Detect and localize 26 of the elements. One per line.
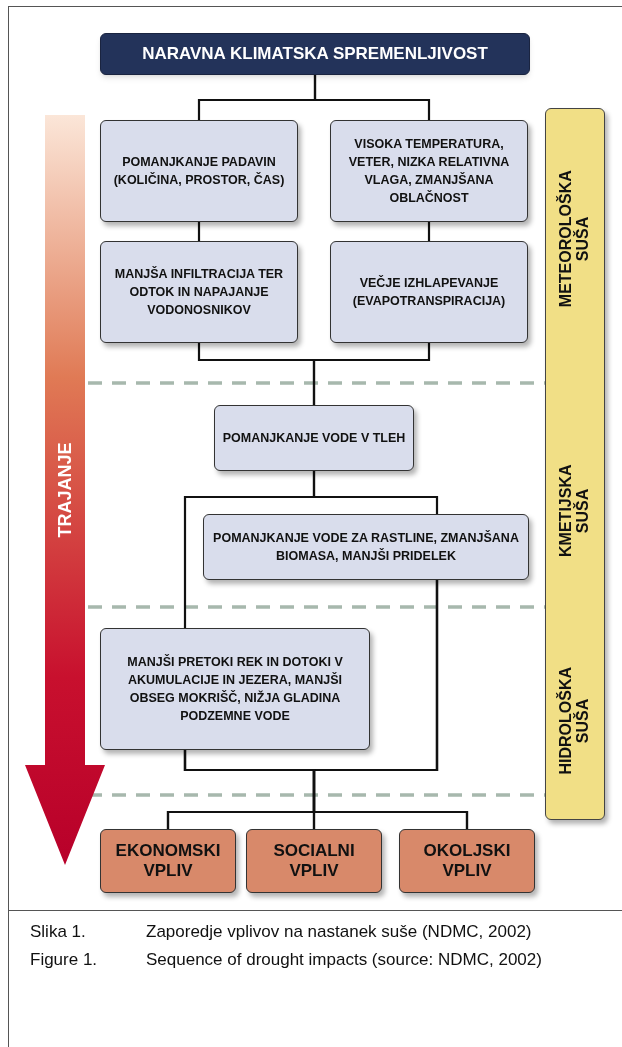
caption-text: Sequence of drought impacts (source: NDMC, 2002) xyxy=(146,950,543,971)
process-box: POMANJKANJE VODE V TLEH xyxy=(214,405,414,471)
drought-type-band xyxy=(545,108,605,820)
connector-line xyxy=(183,750,469,829)
figure-number: Figure 1. xyxy=(30,950,99,971)
connector-line xyxy=(197,222,201,241)
process-box: MANJŠA INFILTRACIJA TER ODTOK IN NAPAJANJE VODONOSNIKOV xyxy=(100,241,298,343)
figure-number: Slika 1. xyxy=(30,922,87,943)
caption-text: Zaporedje vplivov na nastanek suše (NDMC, 2002) xyxy=(146,922,533,943)
band-label: KMETIJSKA SUŠA xyxy=(558,465,592,557)
impact-box: SOCIALNI VPLIV xyxy=(246,829,382,893)
band-label: METEOROLOŠKA SUŠA xyxy=(558,170,592,308)
process-box: POMANJKANJE PADAVIN (KOLIČINA, PROSTOR, ČAS) xyxy=(100,120,298,222)
connector-line xyxy=(183,471,316,628)
process-box: VISOKA TEMPERATURA, VETER, NIZKA RELATIVNA VLAGA, ZMANJŠANA OBLAČNOST xyxy=(330,120,528,222)
title-box: NARAVNA KLIMATSKA SPREMENLJIVOST xyxy=(100,33,530,75)
connector-line xyxy=(312,343,431,405)
arrow-label: TRAJANJE xyxy=(53,442,76,538)
impact-box: OKOLJSKI VPLIV xyxy=(399,829,535,893)
process-box: MANJŠI PRETOKI REK IN DOTOKI V AKUMULACIJE IN JEZERA, MANJŠI OBSEG MOKRIŠČ, NIŽJA GLADINA PODZEMNE VODE xyxy=(100,628,370,750)
connector-line xyxy=(313,75,431,120)
band-label: HIDROLOŠKA SUŠA xyxy=(558,667,592,775)
impact-box: EKONOMSKI VPLIV xyxy=(100,829,236,893)
connector-line xyxy=(427,222,431,241)
process-box: VEČJE IZHLAPEVANJE (EVAPOTRANSPIRACIJA) xyxy=(330,241,528,343)
process-box: POMANJKANJE VODE ZA RASTLINE, ZMANJŠANA BIOMASA, MANJŠI PRIDELEK xyxy=(203,514,529,580)
